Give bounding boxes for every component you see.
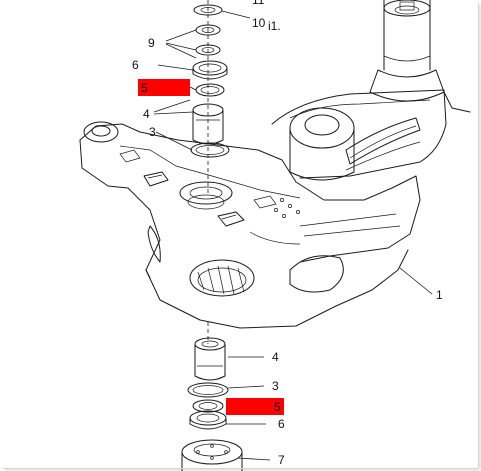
kingpin-shaft [369,0,471,113]
callout-6-lower: 6 [278,417,285,431]
callout-6-upper: 6 [132,58,139,72]
leader-lines [153,10,433,461]
highlight-5-upper [138,79,190,96]
callout-3-lower: 3 [272,379,279,393]
callout-4-lower: 4 [272,350,279,364]
callout-10: 10 [252,16,266,30]
highlight-5-lower [226,398,284,415]
lower-bearing-stack [181,337,243,471]
upper-bearing-stack [190,4,230,158]
callout-11b: i1. [268,19,281,33]
callout-4-upper: 4 [143,107,150,121]
callout-5-lower: 5 [274,400,281,414]
knuckle-body [79,89,447,329]
callout-5-upper: 5 [141,81,148,95]
callout-1: 1 [436,288,443,302]
callout-9: 9 [148,36,155,50]
callout-3-upper: 3 [149,125,156,139]
callout-11: 11 [252,0,265,7]
callout-7: 7 [278,453,285,467]
